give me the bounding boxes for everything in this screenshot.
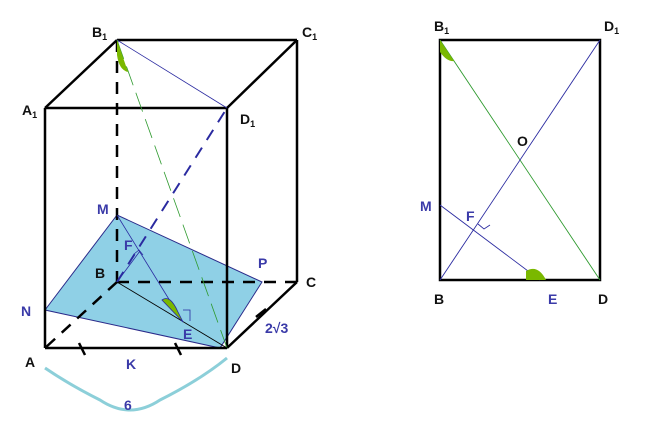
line-b-d [116, 281, 228, 349]
left-labels: B1 C1 A1 D1 M F B P C N E A K D 2√3 6 [21, 24, 317, 413]
label-o-right: O [517, 133, 528, 149]
diagonal-b-d1-right [439, 39, 601, 281]
segment-b-f [116, 250, 141, 283]
label-p: P [258, 255, 267, 271]
angle-mark-e-right [526, 268, 546, 280]
label-b: B [95, 265, 105, 281]
label-b1: B1 [92, 24, 107, 42]
label-a1: A1 [22, 102, 37, 120]
label-b1-right: B1 [434, 18, 449, 36]
length-brace-ad [44, 356, 228, 412]
right-rectangle-figure: B1 D1 O M F B E D [420, 18, 619, 307]
label-d-right: D [598, 291, 608, 307]
label-d1: D1 [240, 111, 255, 129]
right-angle-mark-f [133, 249, 144, 256]
tick-marks [77, 308, 267, 356]
visible-edges [43, 38, 299, 350]
label-e: E [183, 326, 192, 342]
label-d: D [231, 360, 241, 376]
right-angle-mark-e [183, 309, 191, 321]
diagonal-b1-d1 [116, 39, 228, 109]
label-f: F [124, 237, 133, 253]
label-f-right: F [466, 208, 475, 224]
right-angle-mark-f-right [477, 223, 491, 230]
label-c1: C1 [302, 24, 317, 42]
diagonal-b-d1 [116, 107, 228, 283]
label-e-right: E [548, 291, 557, 307]
label-c: C [306, 274, 316, 290]
label-a: A [25, 354, 35, 370]
label-n: N [21, 303, 31, 319]
label-ad-length: 6 [124, 397, 132, 413]
label-k: K [126, 356, 136, 372]
rectangle-b1-b-d-d1 [438, 38, 602, 282]
left-prism-figure: B1 C1 A1 D1 M F B P C N E A K D 2√3 6 [21, 24, 317, 413]
angle-mark-b1 [117, 40, 128, 72]
angle-mark-b1-right [440, 40, 454, 62]
segment-m-e-right [439, 204, 541, 281]
label-b-right: B [434, 291, 444, 307]
angle-mark-e [161, 298, 184, 323]
label-m: M [97, 201, 109, 217]
label-cd-length: 2√3 [265, 320, 288, 336]
label-d1-right: D1 [604, 18, 619, 36]
right-labels: B1 D1 O M F B E D [420, 18, 619, 307]
hidden-edges [44, 40, 297, 349]
label-m-right: M [420, 198, 432, 214]
